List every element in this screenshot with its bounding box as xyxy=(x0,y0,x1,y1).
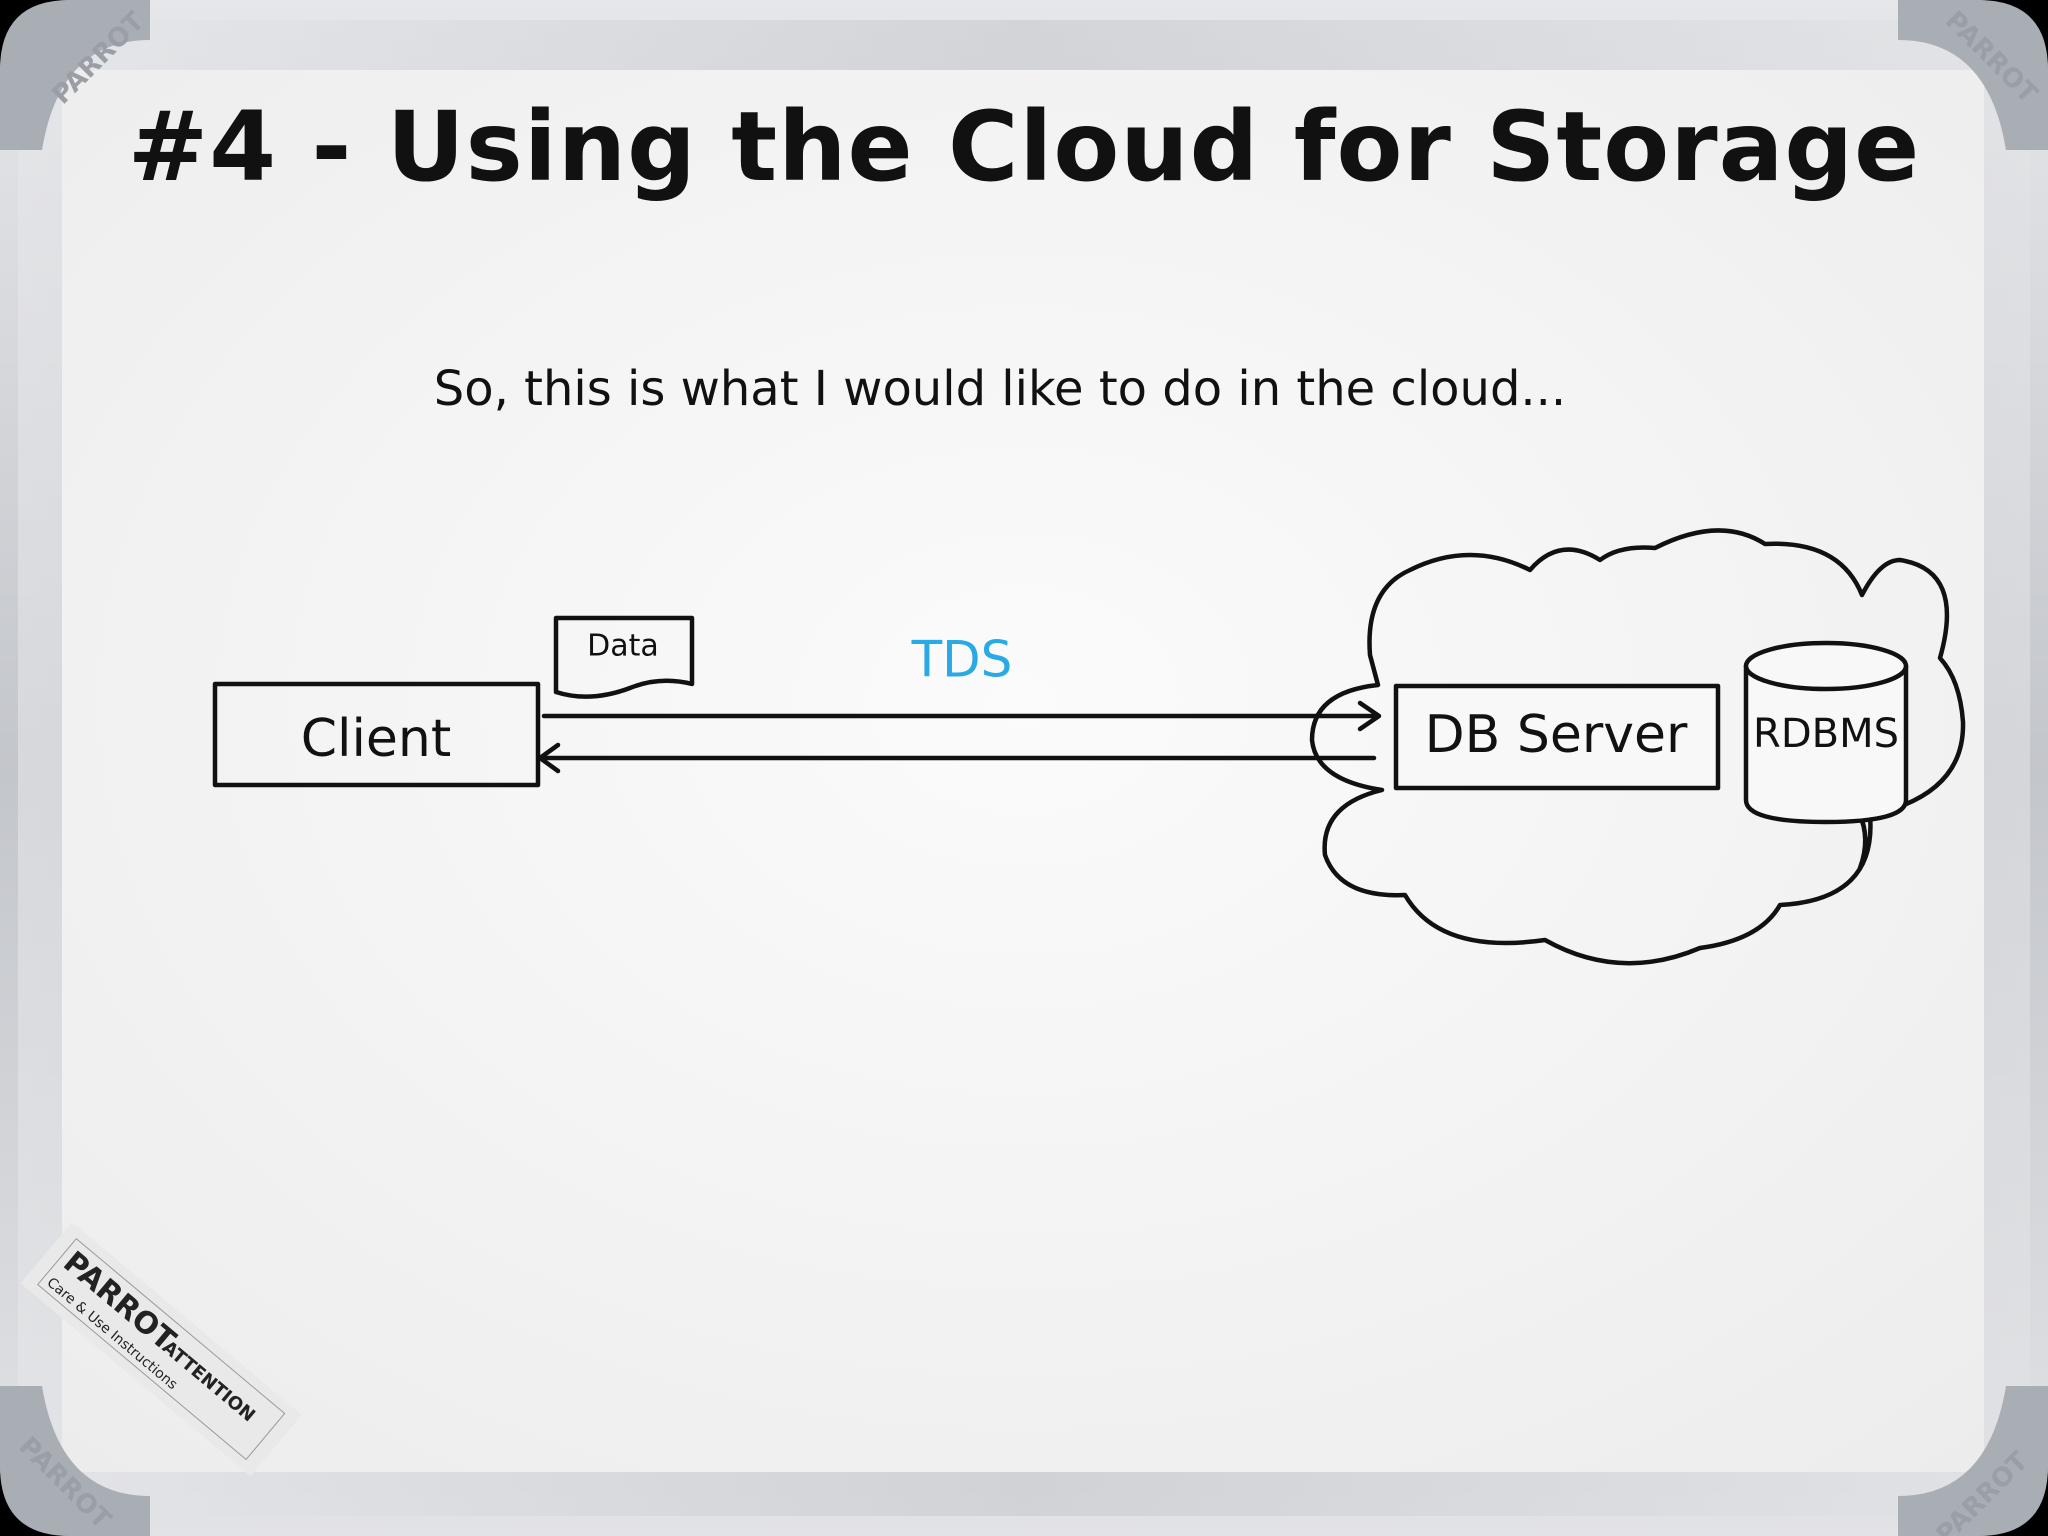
response-arrow xyxy=(537,742,1377,774)
protocol-label: TDS xyxy=(911,631,1013,689)
page-title: #4 - Using the Cloud for Storage xyxy=(128,91,1920,203)
database-label: RDBMS xyxy=(1753,711,1899,757)
request-arrow xyxy=(541,700,1382,732)
db-server-node: DB Server xyxy=(1393,683,1721,791)
db-server-label: DB Server xyxy=(1425,705,1688,765)
manufacturer-sticker: PARROT ATTENTION Care & Use Instructions xyxy=(20,1222,302,1477)
subtitle: So, this is what I would like to do in t… xyxy=(434,361,1566,417)
corner-cap-top-right: PARROT xyxy=(1898,0,2048,150)
database-cylinder: RDBMS xyxy=(1743,640,1909,825)
board-surface xyxy=(62,70,1984,1472)
client-label: Client xyxy=(301,709,452,769)
client-node: Client xyxy=(212,681,541,788)
data-label: Data xyxy=(587,629,659,664)
data-document: Data xyxy=(553,615,695,699)
cloud-shape xyxy=(1309,528,1966,966)
